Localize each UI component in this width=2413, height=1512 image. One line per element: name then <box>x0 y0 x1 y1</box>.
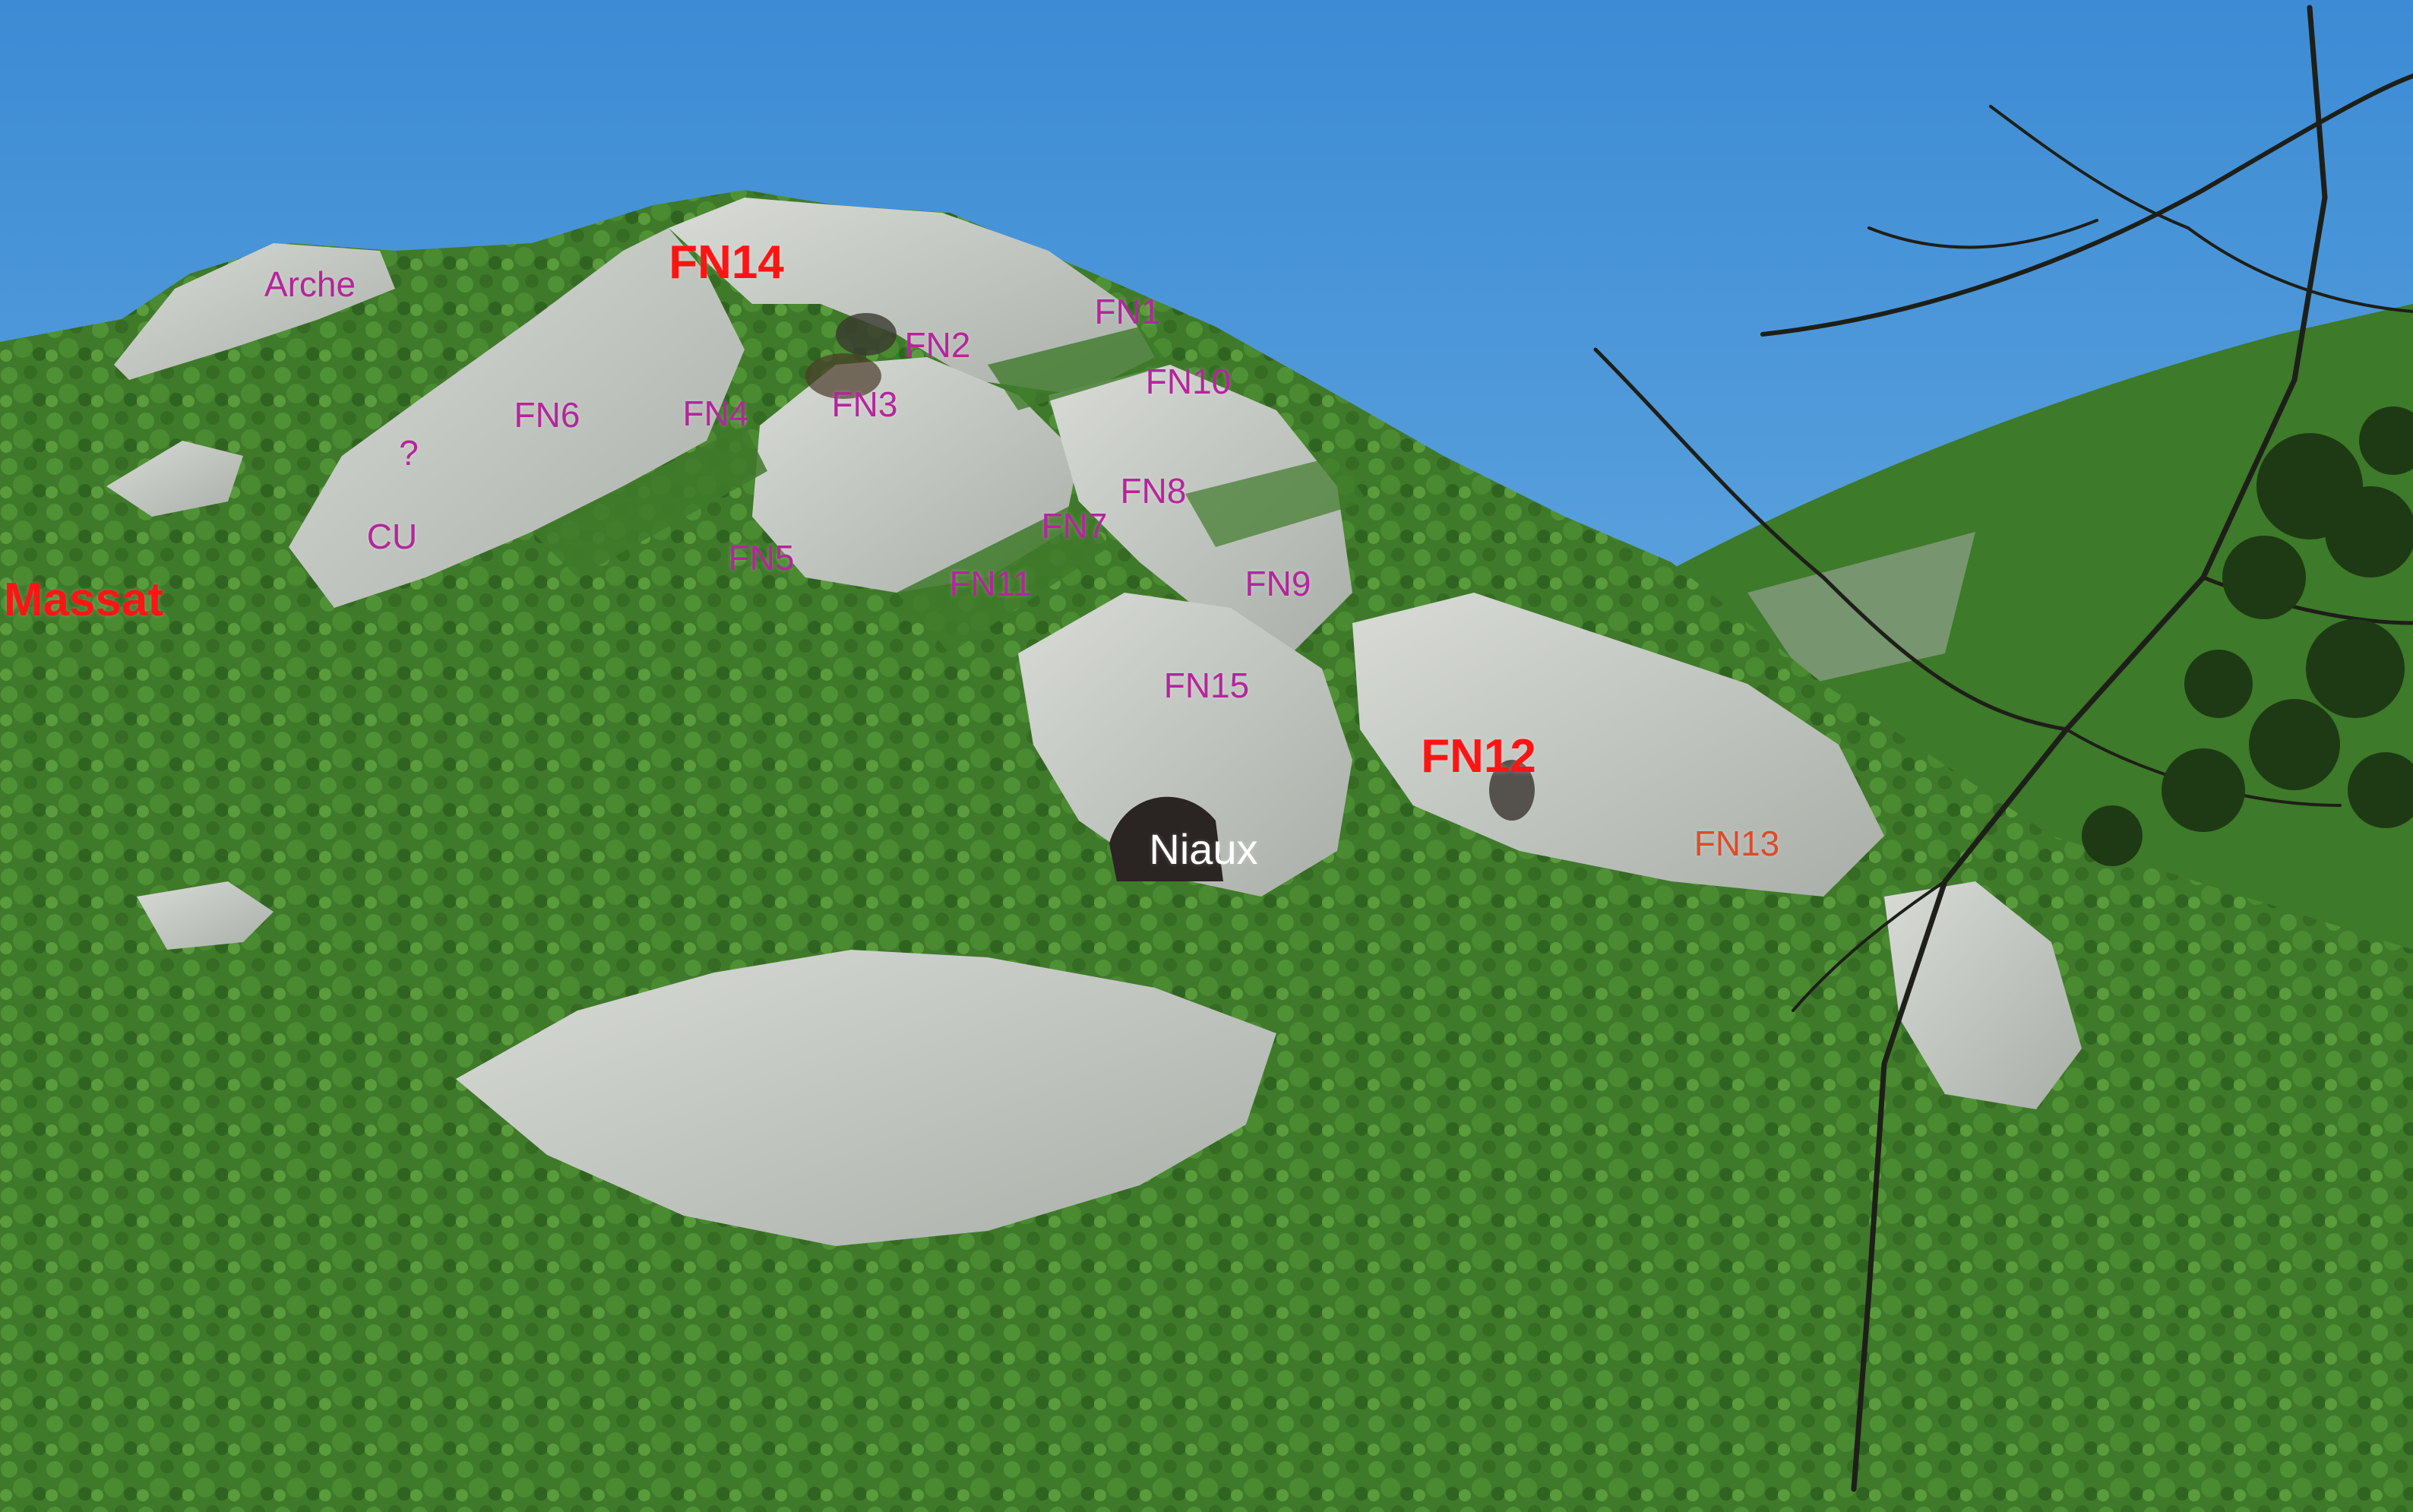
label-fn15: FN15 <box>1163 666 1250 705</box>
rock-arche <box>114 243 395 380</box>
label-fn12: FN12 <box>1421 730 1536 783</box>
rock-fn12 <box>1352 593 1884 897</box>
label-fn2: FN2 <box>904 325 971 365</box>
tree-branches <box>1593 5 2413 1492</box>
cave-fn12 <box>1489 760 1535 821</box>
label-fn11: FN11 <box>949 564 1033 603</box>
rock-left-slab <box>137 881 274 950</box>
label-fn14: FN14 <box>669 236 784 289</box>
label-fn3: FN3 <box>831 384 898 424</box>
label-niaux: Niaux <box>1149 825 1258 873</box>
cave-niaux <box>1109 796 1223 881</box>
rock-right-spur <box>1884 881 2082 1109</box>
label-arche: Arche <box>264 264 356 304</box>
label-massat: Massat <box>3 574 164 626</box>
cave-fn3 <box>805 353 881 399</box>
label-fn10: FN10 <box>1145 362 1232 401</box>
tree-leaves <box>2082 406 2413 866</box>
rock-left-patch <box>106 441 243 517</box>
rock-lower <box>456 950 1276 1246</box>
rock-summit <box>669 198 1155 395</box>
label-fn13: FN13 <box>1694 824 1780 863</box>
label-fn8: FN8 <box>1120 471 1187 511</box>
label-question: ? <box>399 433 419 473</box>
label-fn6: FN6 <box>514 395 580 435</box>
rock-central <box>752 357 1079 593</box>
label-fn7: FN7 <box>1041 506 1108 546</box>
label-cu: CU <box>366 517 418 556</box>
label-fn4: FN4 <box>682 394 749 433</box>
cave-fn2 <box>836 313 897 356</box>
label-fn1: FN1 <box>1094 292 1161 331</box>
label-fn9: FN9 <box>1244 564 1311 603</box>
foreground-forest <box>0 1140 2413 1512</box>
label-fn5: FN5 <box>728 538 795 577</box>
rock-upper-left <box>289 228 745 608</box>
rock-niaux <box>1018 593 1352 897</box>
